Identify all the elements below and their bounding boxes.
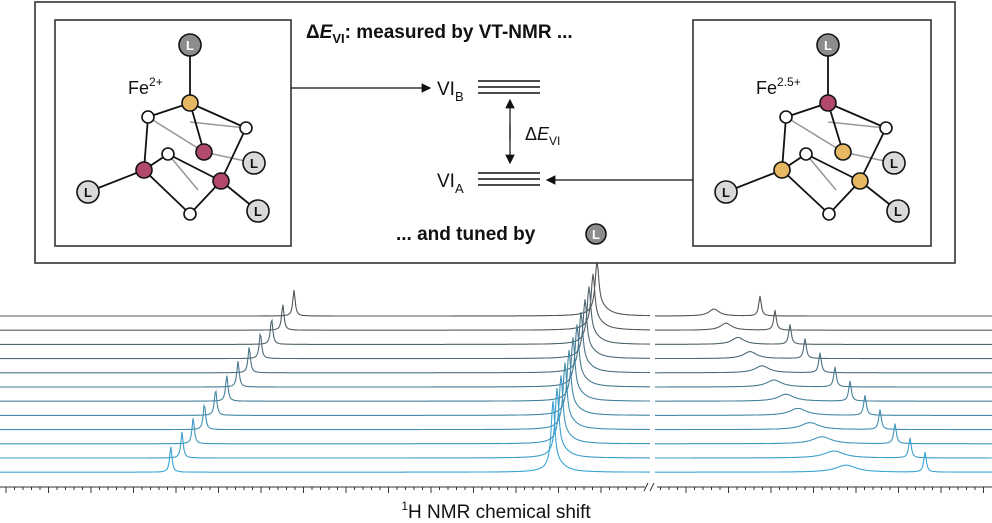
- ligand-icon: L: [886, 199, 910, 223]
- nmr-spectra-stack: [0, 261, 992, 473]
- header-title: ΔEVI: measured by VT-NMR ...: [306, 22, 573, 46]
- iron-atom-magenta: [819, 94, 837, 112]
- iron-atom-magenta: [195, 143, 213, 161]
- nmr-trace: [0, 273, 651, 331]
- nmr-trace: [0, 337, 650, 402]
- lower-level-label: VIA: [437, 171, 464, 196]
- ligand-icon: L: [246, 199, 270, 223]
- sulfur-atom: [141, 110, 155, 124]
- svg-text:L: L: [890, 156, 898, 171]
- nmr-trace: [655, 409, 992, 431]
- x-axis-label: 1H NMR chemical shift: [401, 499, 591, 523]
- iron-atom-yellow: [834, 143, 852, 161]
- sulfur-atom: [779, 110, 793, 124]
- sulfur-atom: [239, 121, 253, 135]
- nmr-trace: [0, 375, 651, 445]
- energy-gap-label: ΔEVI: [525, 124, 560, 148]
- svg-text:L: L: [824, 38, 832, 53]
- svg-text:L: L: [84, 185, 92, 200]
- sulfur-atom: [879, 121, 893, 135]
- lower-level-lines: [478, 172, 540, 186]
- svg-text:L: L: [722, 185, 730, 200]
- svg-text:L: L: [254, 204, 262, 219]
- nmr-trace: [655, 324, 992, 345]
- nmr-trace: [655, 310, 992, 331]
- sulfur-atom: [799, 147, 813, 161]
- iron-atom-yellow: [773, 161, 791, 179]
- axis-break-mark: [649, 482, 655, 492]
- nmr-trace: [0, 299, 650, 360]
- nmr-trace: [655, 295, 992, 317]
- nmr-trace: [655, 437, 992, 459]
- nmr-trace: [0, 286, 650, 345]
- nmr-trace: [0, 388, 650, 459]
- axis-break-mark: [643, 482, 649, 492]
- ligand-icon: L: [714, 180, 738, 204]
- iron-atom-magenta: [135, 161, 153, 179]
- iron-atom-yellow: [181, 94, 199, 112]
- left-oxidation-label: Fe2+: [128, 75, 163, 98]
- left-cluster-panel: L L L L Fe2+: [54, 19, 292, 247]
- nmr-trace: [655, 352, 992, 374]
- ligand-icon: L: [882, 151, 906, 175]
- upper-level-label: VIB: [437, 79, 464, 104]
- nmr-trace: [0, 400, 650, 473]
- svg-text:L: L: [592, 227, 600, 242]
- svg-text:L: L: [250, 156, 258, 171]
- sulfur-atom: [183, 207, 197, 221]
- nmr-trace: [0, 324, 650, 388]
- nmr-trace: [0, 349, 650, 416]
- iron-atom-yellow: [851, 172, 869, 190]
- tuned-by-caption: ... and tuned by: [396, 224, 536, 245]
- ligand-icon: L: [242, 151, 266, 175]
- nmr-trace: [0, 362, 650, 431]
- ligand-top-icon: L: [816, 33, 840, 57]
- ligand-top-icon: L: [178, 33, 202, 57]
- nmr-trace: [655, 451, 992, 473]
- nmr-trace: [655, 395, 992, 416]
- nmr-trace: [655, 423, 992, 445]
- nmr-trace: [0, 261, 650, 317]
- ligand-badge-icon: L: [585, 223, 607, 245]
- svg-text:L: L: [894, 204, 902, 219]
- nmr-trace: [655, 338, 992, 360]
- svg-text:L: L: [186, 38, 194, 53]
- upper-level-lines: [478, 80, 540, 94]
- right-oxidation-label: Fe2.5+: [756, 75, 801, 98]
- ligand-icon: L: [76, 180, 100, 204]
- nmr-trace: [655, 366, 992, 388]
- sulfur-atom: [822, 207, 836, 221]
- sulfur-atom: [161, 147, 175, 161]
- nmr-trace: [655, 380, 992, 402]
- nmr-trace: [0, 311, 650, 374]
- iron-atom-magenta: [212, 172, 230, 190]
- right-cluster-panel: L L L L Fe2.5+: [692, 19, 932, 247]
- chemical-shift-axis: [0, 482, 992, 493]
